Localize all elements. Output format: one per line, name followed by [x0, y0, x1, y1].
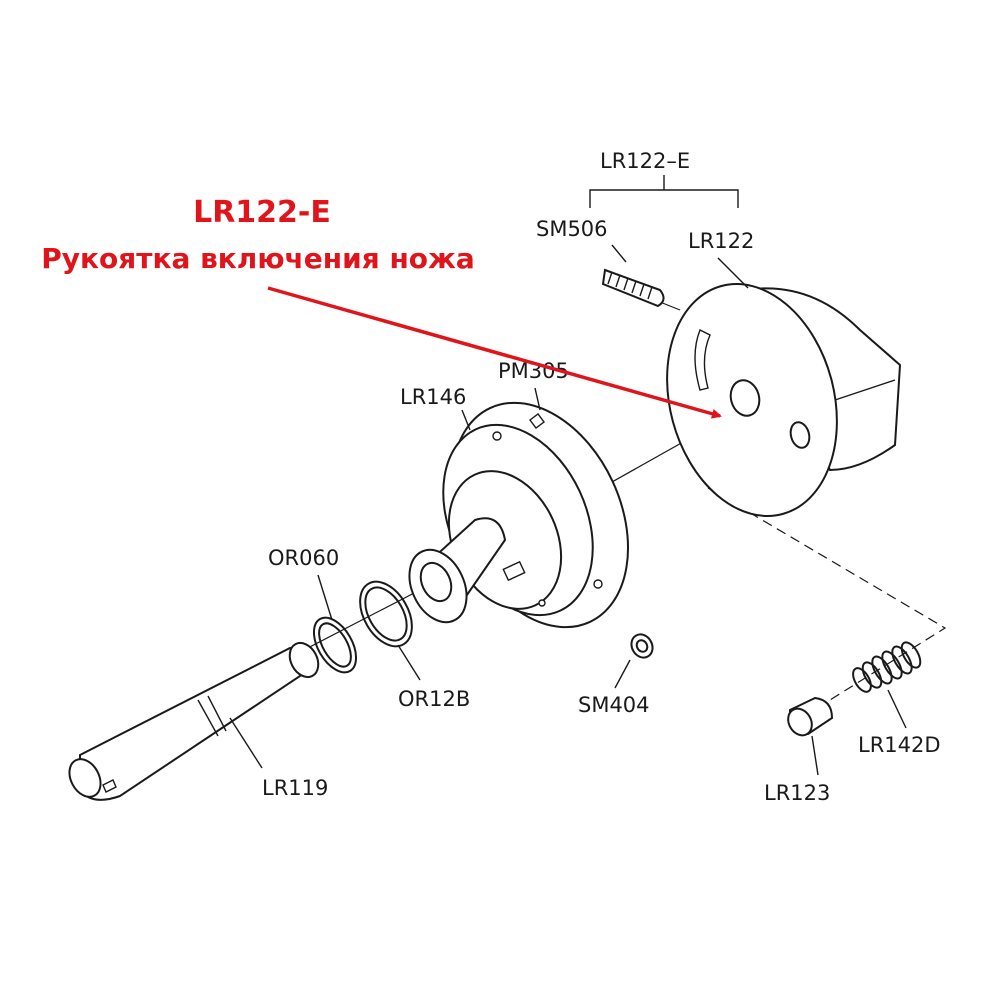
part-labels: LR122–E SM506 LR122 PM305 LR146 OR060 OR… — [262, 149, 941, 805]
lr119-shaft — [68, 641, 320, 801]
or060-ring — [312, 616, 358, 674]
sm506-screw — [601, 268, 665, 308]
label-assembly: LR122–E — [600, 149, 690, 173]
label-lr142d: LR142D — [858, 733, 941, 757]
label-sm404: SM404 — [578, 693, 650, 717]
leader-lines — [229, 175, 907, 776]
or12b-ring — [359, 580, 413, 648]
label-or12b: OR12B — [398, 687, 470, 711]
label-lr146: LR146 — [400, 385, 466, 409]
annotation-description: Рукоятка включения ножа — [41, 242, 475, 275]
lr142d-spring — [852, 641, 922, 693]
annotation-code: LR122-E — [193, 195, 331, 230]
red-annotation: LR122-E Рукоятка включения ножа — [41, 195, 722, 419]
lr122-handle — [666, 283, 902, 517]
label-sm506: SM506 — [536, 217, 608, 241]
annotation-arrow — [267, 286, 722, 419]
lr123-pin — [787, 696, 834, 737]
sm404-screw — [630, 633, 654, 659]
label-lr119: LR119 — [262, 776, 328, 800]
lr146-flange — [408, 401, 629, 629]
label-lr122: LR122 — [688, 229, 754, 253]
label-lr123: LR123 — [764, 781, 830, 805]
label-or060: OR060 — [268, 546, 339, 570]
